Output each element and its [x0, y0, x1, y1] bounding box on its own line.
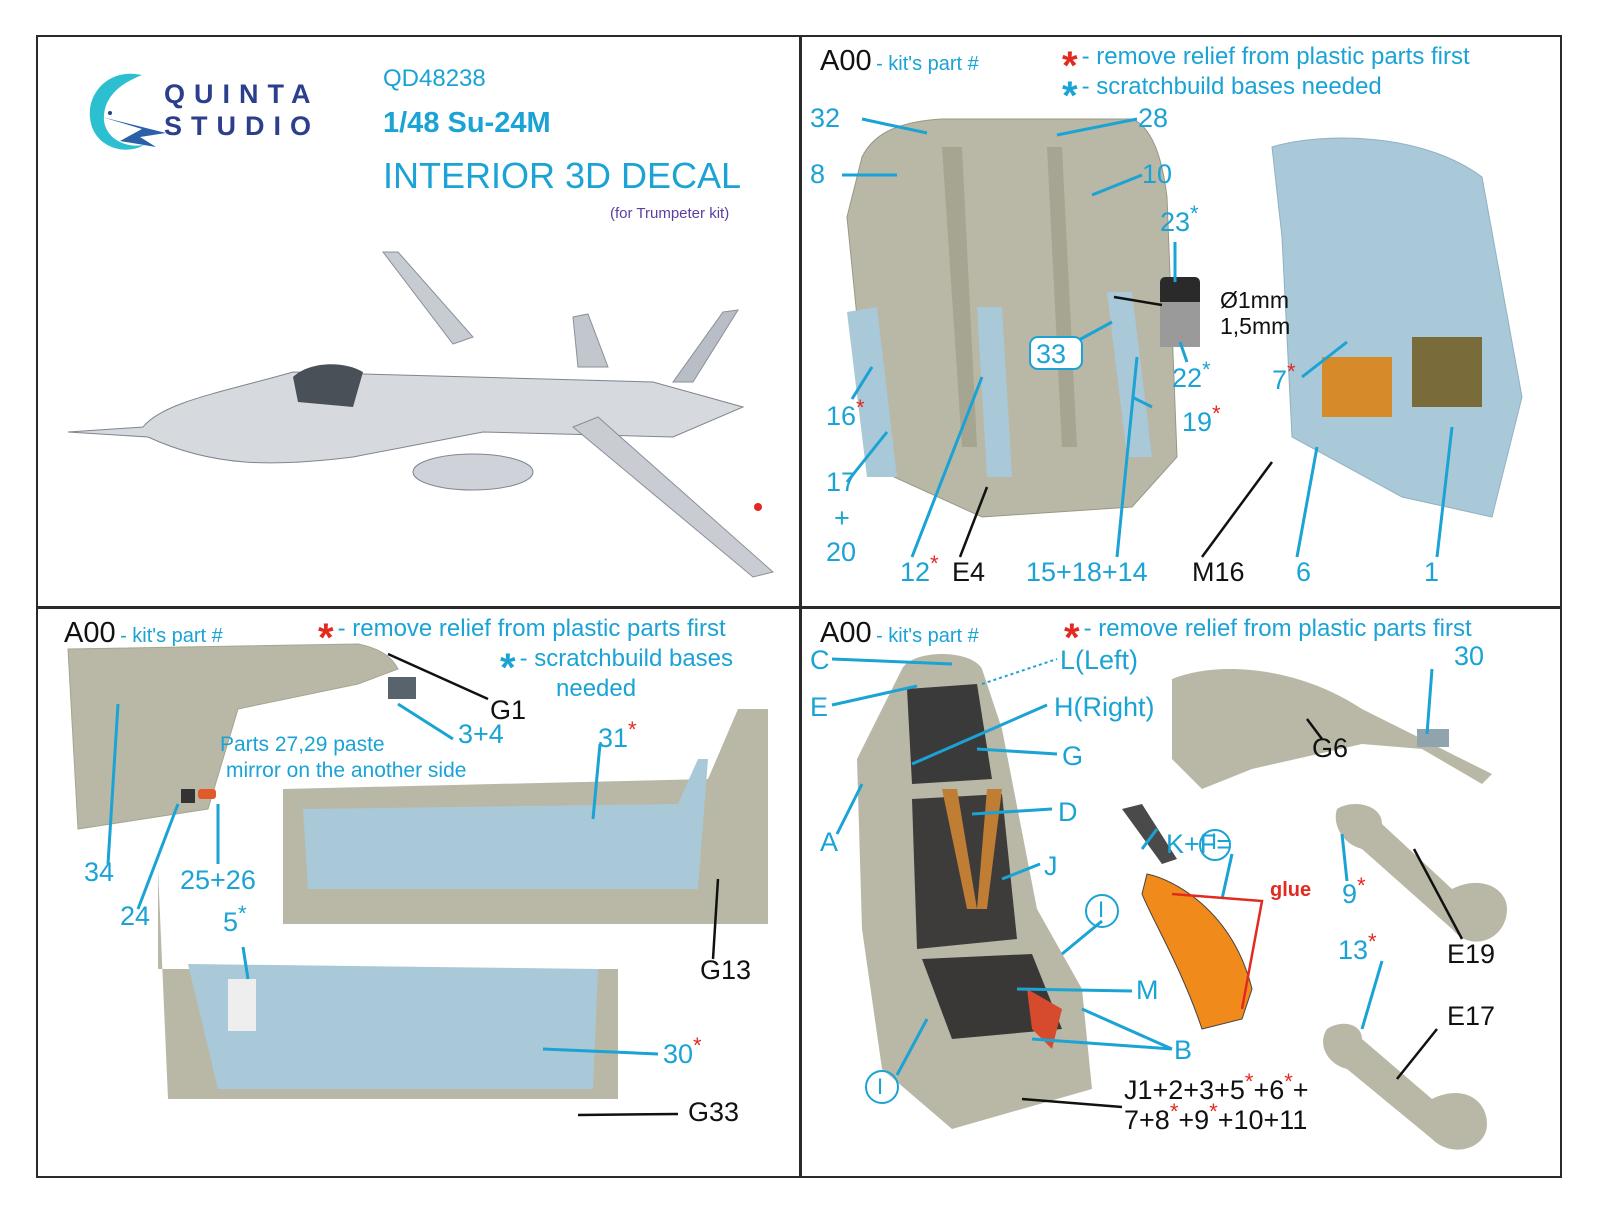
kit-part-e19: E19 — [1447, 939, 1496, 969]
seat-part-c: C — [810, 645, 830, 675]
part-19: 19* — [1182, 401, 1221, 437]
mirror-note-line2: mirror on the another side — [226, 759, 467, 782]
legend-red-star: *- remove relief from plastic parts firs… — [1062, 43, 1470, 88]
product-subtitle: INTERIOR 3D DECAL — [383, 155, 742, 196]
kit-part-code: A00 — [820, 45, 872, 77]
kit-part-g6: G6 — [1312, 733, 1349, 763]
part-15-18-14: 15+18+14 — [1026, 557, 1148, 587]
part-22: 22* — [1172, 357, 1211, 393]
side-consoles-drawing — [67, 643, 768, 1117]
seat-part-d: D — [1058, 797, 1078, 827]
legend-blue-star: *- scratchbuild bases — [500, 645, 734, 690]
part-13: 13* — [1338, 929, 1377, 965]
seat-parts-line1: J1+2+3+5*+6*+ — [1124, 1069, 1309, 1105]
legend-red-star: *- remove relief from plastic parts firs… — [318, 615, 726, 660]
part-5: 5* — [223, 901, 247, 937]
product-title: 1/48 Su-24M — [383, 107, 551, 139]
mirror-note-line1: Parts 27,29 paste — [220, 733, 385, 756]
seat-part-e: E — [810, 692, 829, 722]
product-note: (for Trumpeter kit) — [610, 205, 730, 222]
part-8: 8 — [810, 159, 826, 189]
part-24: 24 — [120, 901, 151, 931]
seat-part-a: A — [820, 827, 839, 857]
part-16: 16* — [826, 395, 865, 431]
part-28: 28 — [1138, 103, 1169, 133]
legend-blue-star: *- scratchbuild bases needed — [1062, 73, 1382, 118]
glue-label: glue — [1270, 879, 1312, 901]
red-star-icon: * — [1064, 615, 1080, 660]
legend-kit-part: A00 - kit's part # — [820, 617, 979, 649]
belt-formula: K+F= — [1166, 829, 1233, 859]
cockpit-tub-drawing — [842, 117, 1523, 558]
part-33-callout: 33 — [1036, 339, 1067, 369]
red-star-icon: * — [1062, 43, 1078, 88]
part-9: 9* — [1342, 873, 1366, 909]
part-30: 30 — [1454, 641, 1485, 671]
kit-part-g33: G33 — [688, 1097, 740, 1127]
legend-blue-star-cont: needed — [556, 675, 637, 702]
kit-part-e4: E4 — [952, 557, 986, 587]
part-23: 23* — [1160, 201, 1199, 237]
kit-part-m16: M16 — [1192, 557, 1245, 587]
part-20: 20 — [826, 537, 857, 567]
ejection-seat-drawing — [831, 654, 1507, 1150]
part-32: 32 — [810, 103, 841, 133]
legend-kit-part: A00 - kit's part # — [64, 617, 223, 649]
part-10: 10 — [1142, 159, 1173, 189]
kit-part-g13: G13 — [700, 955, 752, 985]
dimension-height: 1,5mm — [1220, 313, 1291, 339]
horizontal-divider — [36, 606, 1562, 609]
part-34: 34 — [84, 857, 115, 887]
brand-quinta: QUINTA — [164, 79, 320, 109]
part-17: 17 — [826, 467, 857, 497]
blue-star-icon: * — [1062, 73, 1078, 118]
seat-part-m: M — [1136, 975, 1159, 1005]
seat-part-i-lower: I — [877, 1074, 884, 1099]
ejection-seat-panel: A00 - kit's part # *- remove relief from… — [802, 609, 1560, 1176]
seat-part-b: B — [1174, 1035, 1193, 1065]
side-consoles-panel: A00 - kit's part # *- remove relief from… — [38, 609, 799, 1176]
su24-aircraft-image — [67, 251, 775, 578]
part-25-26: 25+26 — [180, 865, 256, 895]
part-plus: + — [834, 503, 850, 533]
kit-part-e17: E17 — [1447, 1001, 1496, 1031]
seat-parts-line2: 7+8*+9*+10+11 — [1124, 1099, 1308, 1135]
legend-red-star: *- remove relief from plastic parts firs… — [1064, 615, 1472, 660]
seat-part-j: J — [1044, 851, 1058, 881]
product-code: QD48238 — [383, 65, 486, 92]
kit-part-g1: G1 — [490, 695, 527, 725]
part-30: 30* — [663, 1033, 702, 1069]
title-panel: QUINTA STUDIO QD48238 1/48 Su-24M INTERI… — [38, 37, 799, 606]
seat-part-i-upper: I — [1098, 897, 1105, 922]
part-12: 12* — [900, 551, 939, 587]
part-1: 1 — [1424, 557, 1440, 587]
part-31: 31* — [598, 717, 637, 753]
part-6: 6 — [1296, 557, 1312, 587]
seat-part-h-right: H(Right) — [1054, 692, 1155, 722]
dimension-diameter: Ø1mm — [1220, 287, 1289, 313]
part-7: 7* — [1272, 359, 1296, 395]
seat-part-g: G — [1062, 741, 1084, 771]
legend-kit-part: A00 - kit's part # — [820, 45, 979, 78]
brand-studio: STUDIO — [164, 111, 321, 141]
seat-part-l-left: L(Left) — [1060, 645, 1139, 675]
kit-part-label: - kit's part # — [876, 53, 979, 75]
quinta-logo-icon — [89, 73, 166, 150]
blue-star-icon: * — [500, 645, 516, 690]
part-3-4: 3+4 — [458, 719, 504, 749]
cockpit-tub-panel: A00 - kit's part # *- remove relief from… — [802, 37, 1560, 606]
belt-formula-i: I — [1211, 829, 1218, 854]
